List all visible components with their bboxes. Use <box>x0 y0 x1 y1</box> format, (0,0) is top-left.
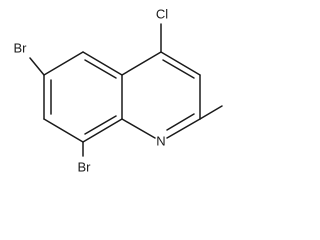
bromo-lower-label: Br <box>78 160 92 175</box>
structure-diagram: Cl Br Br N <box>14 7 223 175</box>
bond-c6-br <box>29 57 45 76</box>
double-bond-c2-n1-inner <box>166 113 195 131</box>
double-bond-c4-c3-inner <box>162 59 195 79</box>
bond-c2-n1 <box>166 118 201 139</box>
atom-labels: Cl Br Br N <box>14 7 169 175</box>
bond-skeleton <box>29 23 223 157</box>
bond-c5-c4a <box>82 51 123 76</box>
double-bond-c5-c4a-inner <box>84 59 117 79</box>
bond-n1-c8a <box>121 118 156 139</box>
bond-c6-c5 <box>43 51 84 76</box>
bromo-upper-label: Br <box>14 41 28 56</box>
double-bond-c8-c8a-inner <box>84 115 117 135</box>
bond-c4-c3 <box>160 51 201 76</box>
chloro-label: Cl <box>156 7 168 22</box>
bond-c4a-c4 <box>121 51 162 76</box>
bond-c7-c8 <box>43 118 84 143</box>
bond-c2-methyl <box>199 105 223 120</box>
bond-c8-c8a <box>82 118 123 143</box>
nitrogen-label: N <box>156 134 165 149</box>
